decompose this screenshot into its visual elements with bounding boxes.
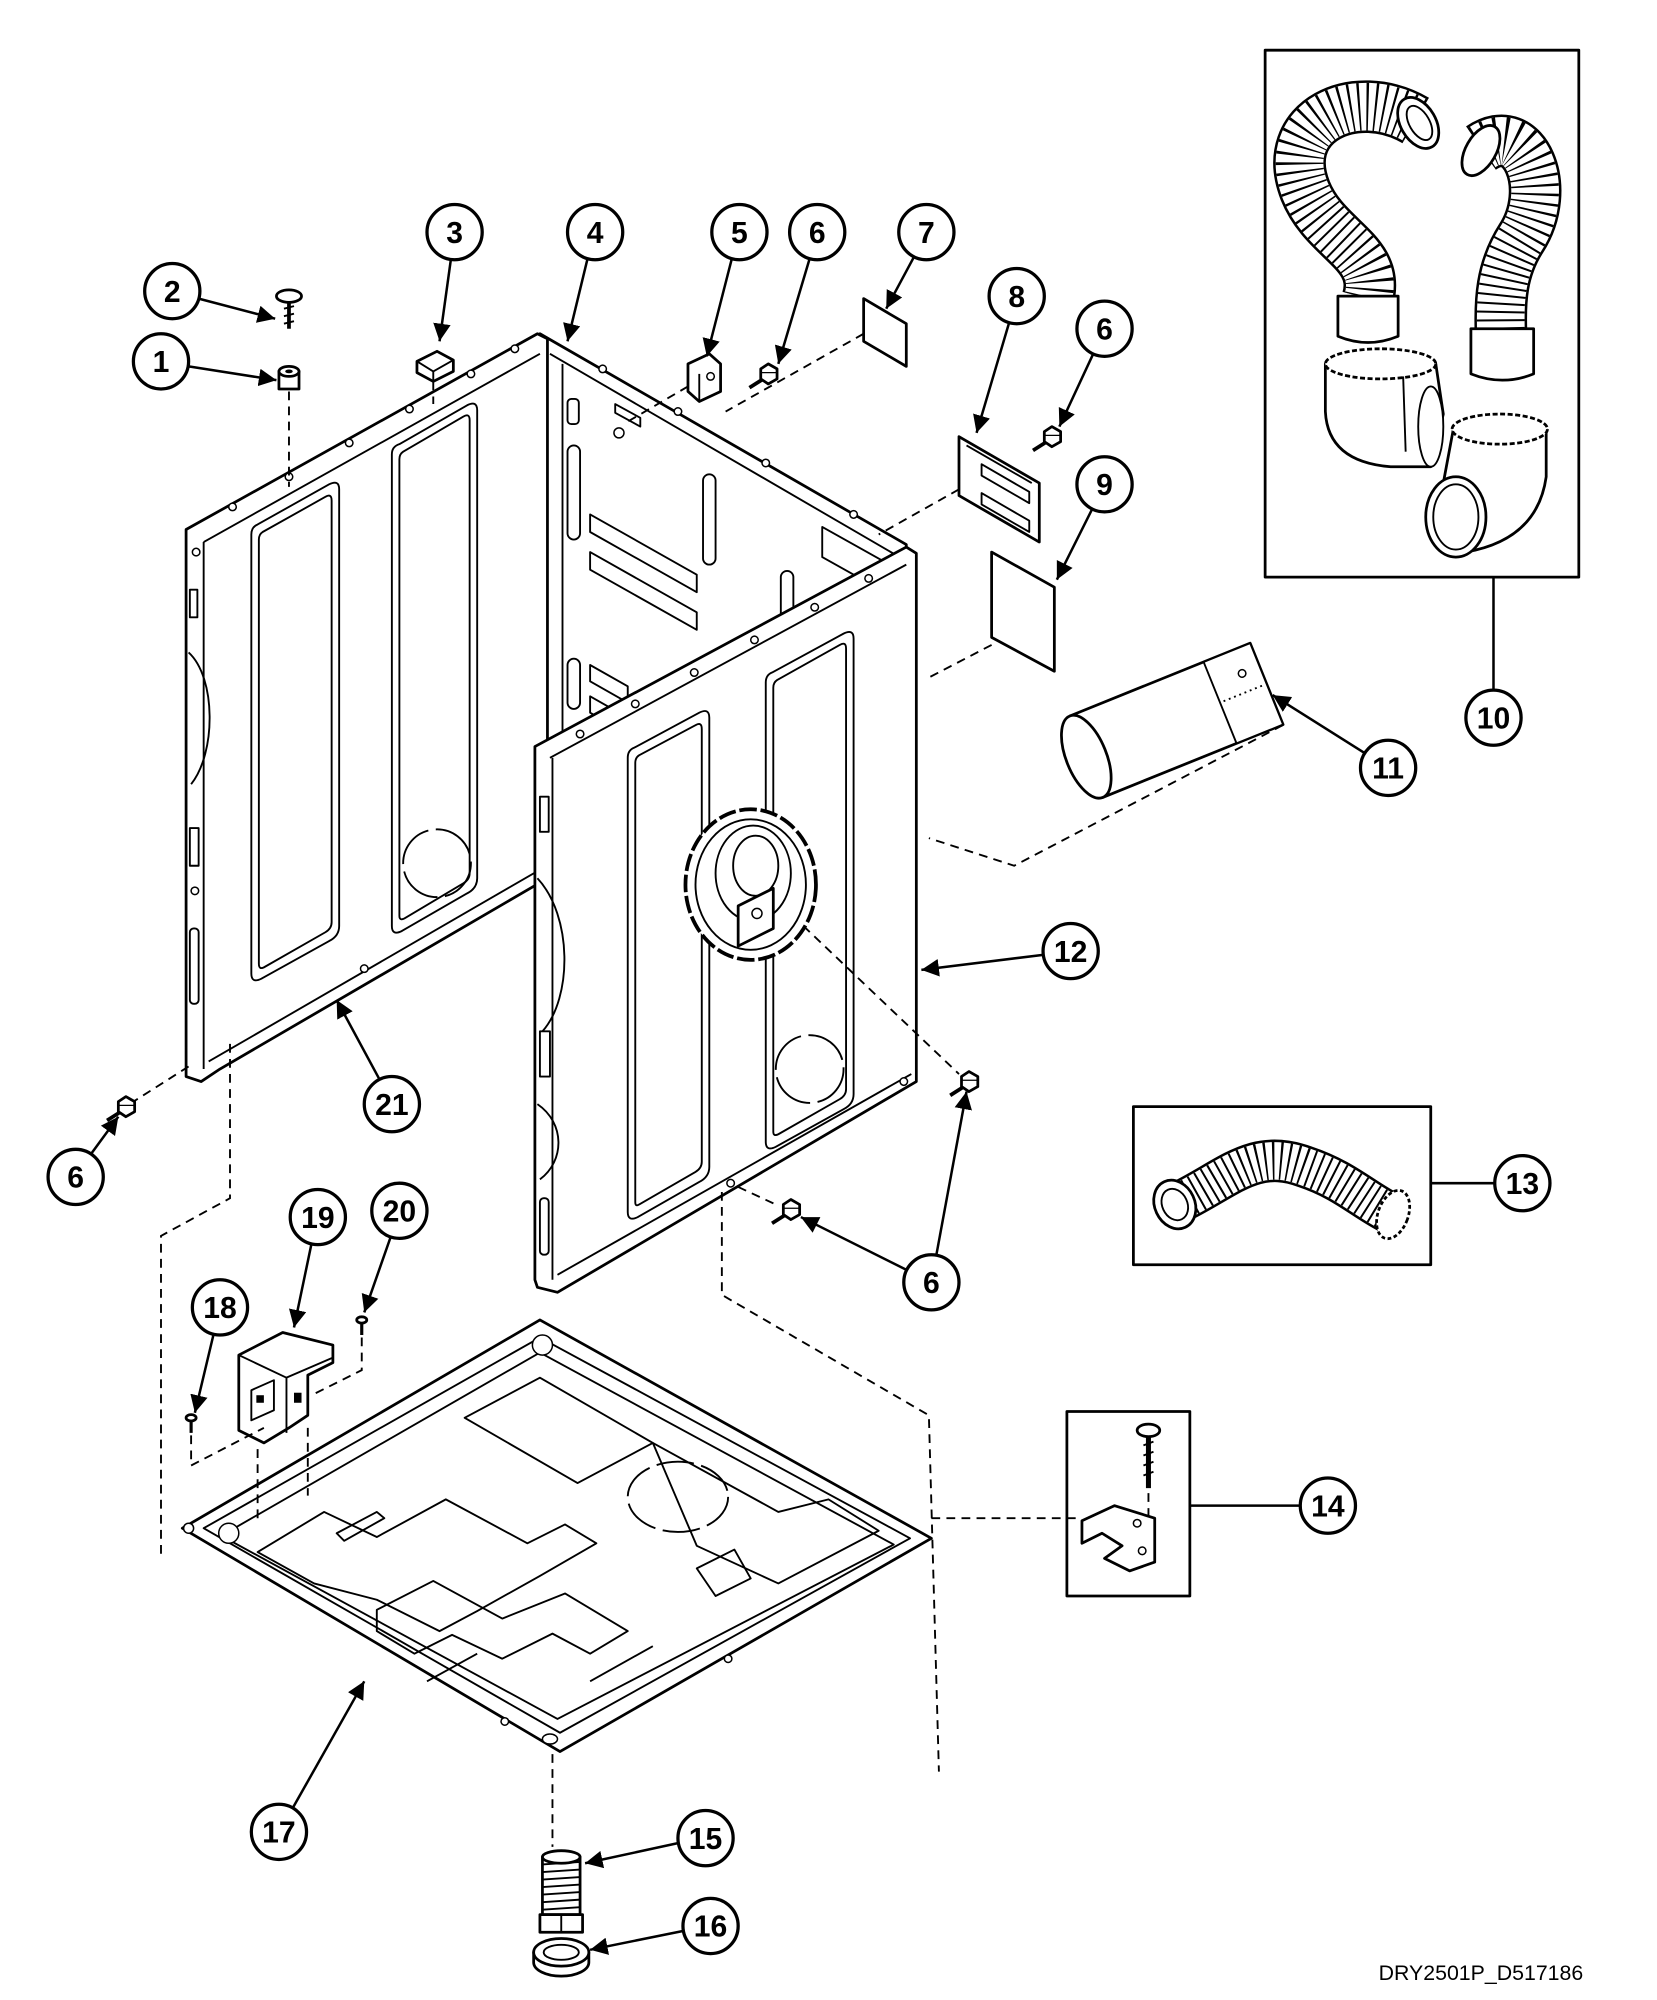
spacer-1 [277, 364, 301, 391]
svg-text:14: 14 [1311, 1490, 1345, 1523]
screw-18 [184, 1413, 198, 1433]
callout-6-upper-right: 6 [1058, 299, 1134, 428]
svg-text:12: 12 [1054, 936, 1088, 969]
callout-1: 1 [131, 332, 277, 391]
left-side-panel [184, 332, 549, 1083]
svg-text:13: 13 [1506, 1168, 1540, 1201]
insulation-pad-9 [990, 550, 1056, 673]
callout-7: 7 [885, 202, 956, 310]
svg-text:19: 19 [301, 1202, 335, 1235]
screw-20 [355, 1315, 369, 1336]
svg-text:4: 4 [587, 217, 604, 250]
callout-11: 11 [1271, 694, 1418, 798]
svg-text:8: 8 [1008, 281, 1025, 314]
access-cover-8 [957, 435, 1041, 544]
svg-text:9: 9 [1096, 469, 1113, 502]
svg-text:21: 21 [375, 1089, 408, 1122]
callout-2: 2 [143, 261, 276, 323]
flexible-duct-left [1273, 80, 1441, 344]
insulation-pad-7 [862, 297, 908, 368]
screw-6 [747, 361, 779, 390]
svg-text:2: 2 [164, 276, 181, 309]
svg-text:16: 16 [694, 1911, 728, 1944]
svg-text:11: 11 [1372, 753, 1404, 786]
exhaust-duct-kit-box [1263, 48, 1581, 579]
svg-text:3: 3 [446, 217, 463, 250]
svg-text:6: 6 [1096, 313, 1113, 346]
callout-17: 17 [249, 1680, 366, 1862]
svg-text:6: 6 [809, 217, 826, 250]
svg-text:5: 5 [731, 217, 748, 250]
diagram-code: DRY2501P_D517186 [1379, 1961, 1584, 1985]
screw-2 [275, 288, 303, 329]
flexible-duct-box [1132, 1105, 1433, 1267]
callout-21: 21 [335, 999, 422, 1134]
callout-14: 14 [1189, 1476, 1358, 1535]
blower-housing [683, 807, 818, 962]
callout-19: 19 [288, 1187, 348, 1328]
pad-3 [415, 349, 455, 383]
flexible-duct-right [1460, 114, 1562, 382]
svg-text:1: 1 [153, 346, 170, 379]
terminal-block-19 [237, 1331, 335, 1445]
bracket-5 [686, 352, 722, 403]
exhaust-tube [1060, 641, 1285, 800]
leveling-leg-15 [538, 1849, 584, 1934]
callout-6-left: 6 [46, 1115, 120, 1207]
callout-6-bottom: 6 [800, 1091, 972, 1312]
elbow-left [1323, 347, 1445, 469]
callout-5: 5 [702, 202, 769, 357]
base-tray [180, 1318, 933, 1753]
elbow-right [1424, 412, 1549, 559]
callout-18: 18 [190, 1278, 250, 1414]
svg-text:6: 6 [67, 1162, 84, 1195]
right-side-panel [533, 545, 918, 1294]
callout-20: 20 [361, 1181, 429, 1313]
svg-text:17: 17 [262, 1817, 296, 1850]
screw-6 [1031, 424, 1063, 453]
assembly-leader-lines [132, 332, 1284, 1847]
svg-text:15: 15 [689, 1823, 723, 1856]
anti-tip-bracket-box [1065, 1410, 1192, 1598]
callout-6-top: 6 [774, 202, 847, 365]
callout-4: 4 [563, 202, 625, 342]
screw-6 [948, 1069, 980, 1098]
callout-12: 12 [921, 921, 1100, 981]
svg-text:18: 18 [203, 1292, 237, 1325]
svg-text:20: 20 [383, 1196, 417, 1229]
callout-8: 8 [973, 266, 1046, 434]
screw-6 [770, 1197, 802, 1226]
callout-10: 10 [1464, 577, 1523, 747]
leg-pad-16 [532, 1937, 591, 1978]
callout-9: 9 [1055, 455, 1134, 581]
callout-16: 16 [589, 1896, 740, 1956]
callout-15: 15 [584, 1808, 735, 1869]
svg-text:10: 10 [1477, 702, 1510, 735]
callout-3: 3 [425, 202, 484, 342]
screw-6 [105, 1094, 137, 1123]
callout-13: 13 [1430, 1153, 1552, 1213]
svg-text:6: 6 [923, 1267, 940, 1300]
svg-text:7: 7 [918, 217, 935, 250]
